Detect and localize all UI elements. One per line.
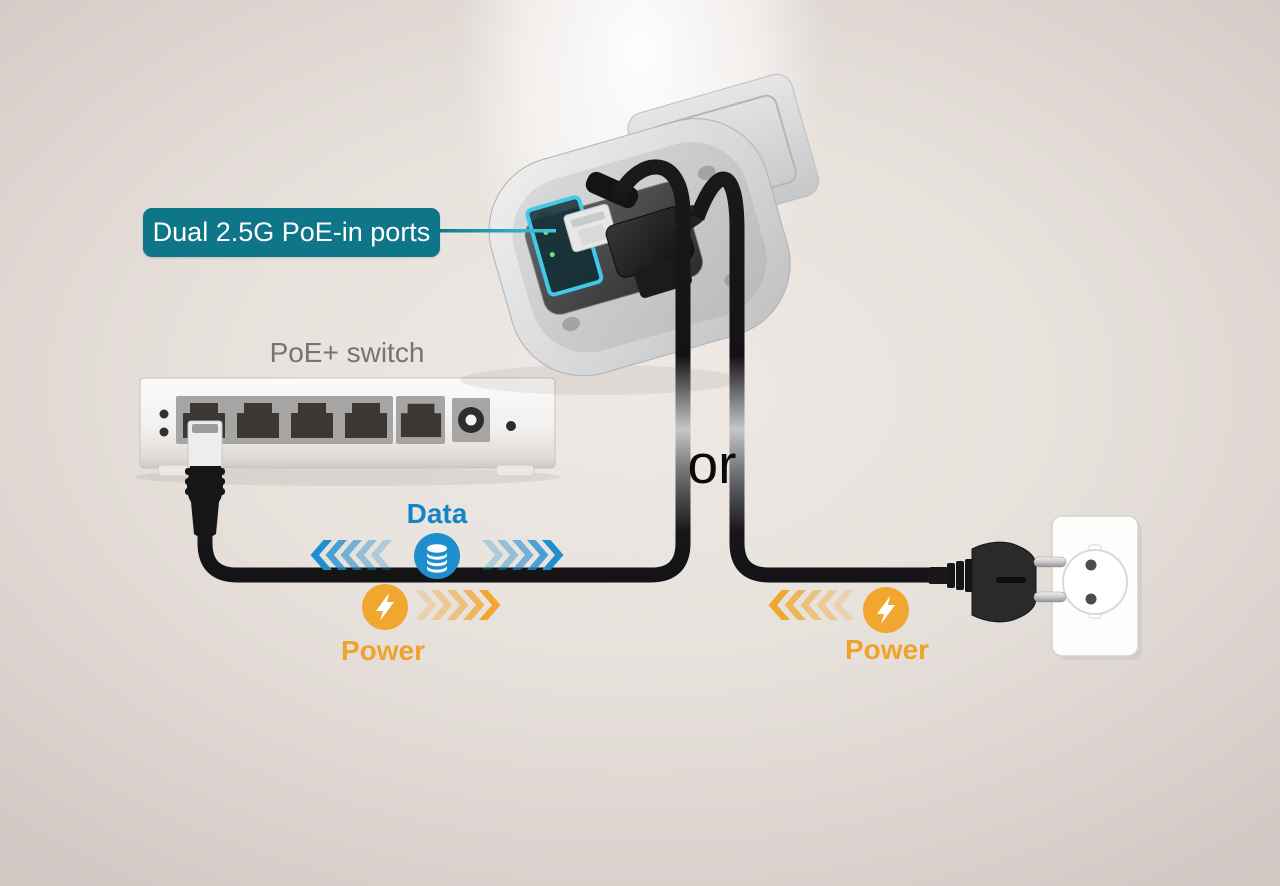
plug-strain-boot — [187, 466, 223, 538]
rj45-connector-pins — [570, 211, 605, 228]
data-flow-arrows-right — [482, 540, 564, 570]
callout-leader-line — [437, 229, 556, 233]
callout-label: Dual 2.5G PoE-in ports — [152, 217, 431, 247]
port-led-2 — [549, 252, 555, 258]
wall-outlet — [1051, 515, 1142, 660]
ap-shadow — [460, 365, 740, 395]
plug-ridge-1 — [947, 563, 955, 588]
reset-dot — [506, 421, 516, 431]
poe-switch — [136, 377, 560, 486]
poe-switch-label: PoE+ switch — [269, 337, 425, 368]
power-flow-arrows-left — [415, 590, 501, 620]
dc-power-jack-pin — [465, 414, 477, 426]
power-label-left: Power — [340, 635, 426, 666]
power-plug — [928, 541, 1067, 623]
or-label: or — [687, 433, 737, 495]
power-cable — [689, 171, 938, 583]
switch-port-panel — [176, 396, 393, 444]
power-flow-arrows-right — [768, 590, 854, 620]
led-dot-1 — [159, 409, 169, 419]
power-label-right: Power — [844, 634, 930, 665]
switch-ethernet-plug — [185, 420, 225, 538]
switch-shadow — [136, 468, 560, 486]
plug-ridge-2 — [956, 561, 964, 590]
ap-screw-2 — [697, 165, 716, 180]
ethernet-cable — [197, 159, 691, 583]
ap-screw-3 — [562, 316, 580, 332]
rj45-connector-latch — [578, 223, 607, 246]
plug-pin-bottom — [1033, 591, 1067, 603]
plug-pin-strip — [192, 424, 218, 433]
plug-pin-top — [1033, 556, 1067, 568]
switch-foot-right — [495, 464, 535, 477]
socket-recess — [1062, 549, 1128, 615]
data-label: Data — [406, 498, 468, 529]
lightning-bolt-icon-right — [863, 587, 909, 633]
plug-slot — [996, 577, 1026, 583]
database-icon — [414, 533, 460, 579]
plug-cable-neck — [928, 567, 949, 584]
led-dot-2 — [159, 427, 169, 437]
socket-hole-top — [1085, 559, 1097, 571]
callout-dual-poe-ports: Dual 2.5G PoE-in ports — [143, 208, 440, 257]
lightning-bolt-icon-left — [362, 584, 408, 630]
data-flow-arrows-left — [310, 540, 392, 570]
socket-hole-bottom — [1085, 593, 1097, 605]
